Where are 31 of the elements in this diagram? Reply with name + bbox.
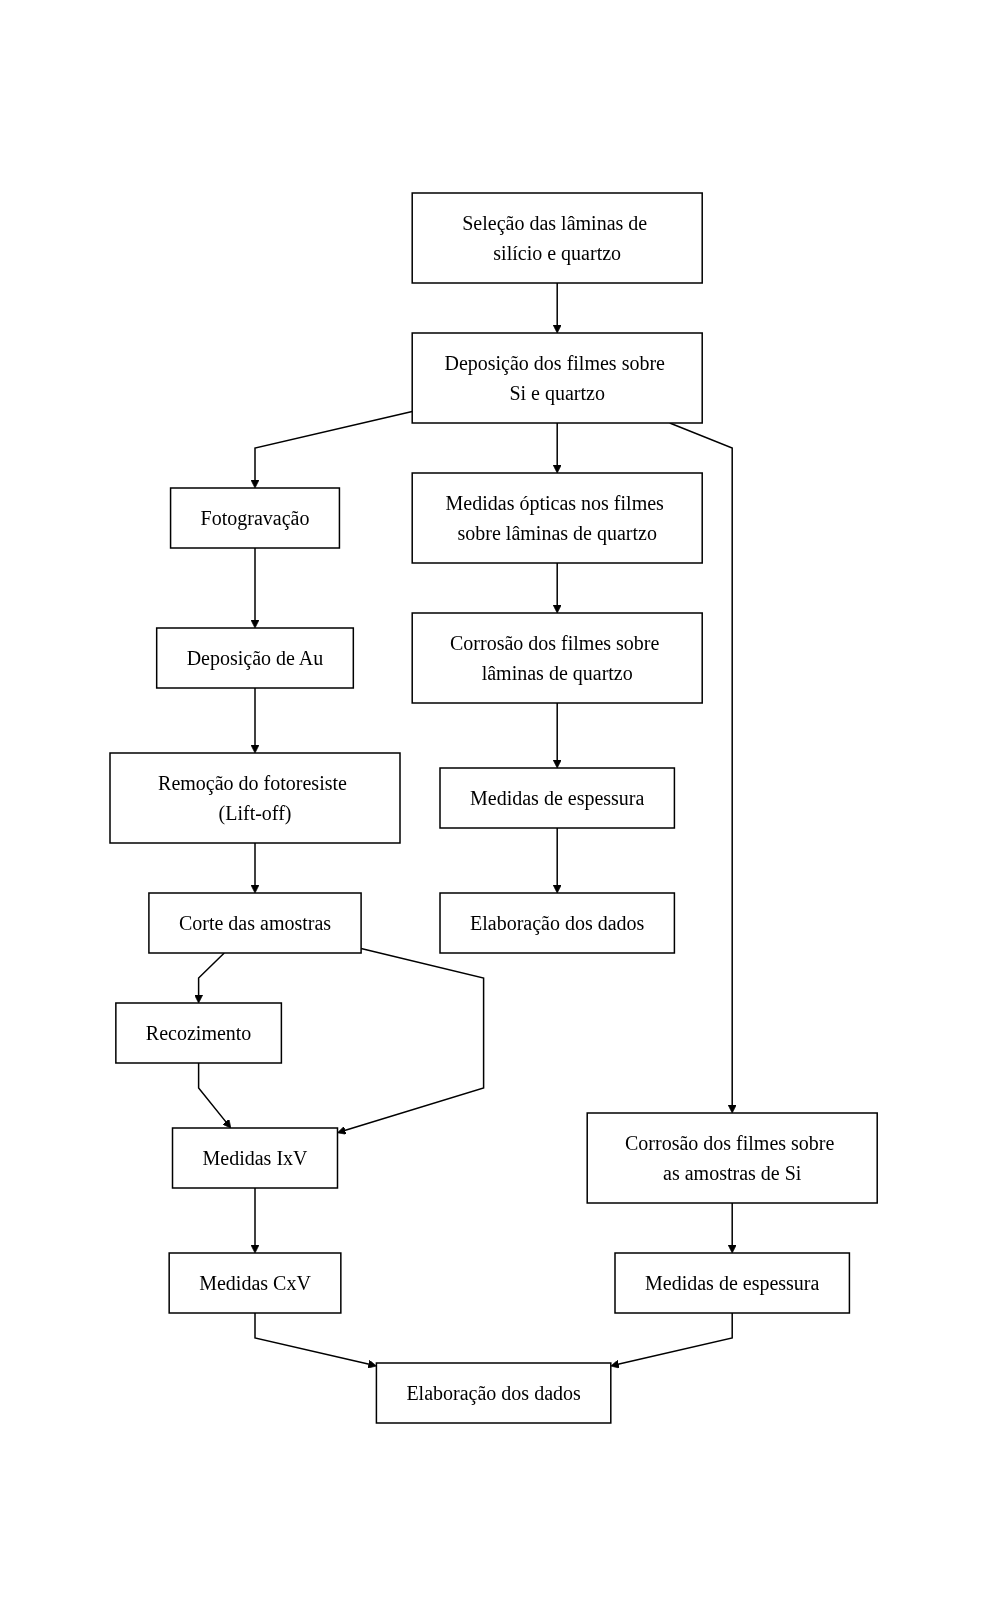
- node-box: Medidas de espessura: [439, 767, 676, 829]
- arrow: [194, 952, 226, 1004]
- arrow: [251, 547, 260, 629]
- node-box: Medidas IxV: [172, 1127, 339, 1189]
- arrow: [610, 1312, 734, 1369]
- node-box: Corrosão dos filmes sobre as amostras de Si: [586, 1112, 879, 1204]
- node-box: Fotogravação: [170, 487, 341, 549]
- node-box: Corte das amostras: [148, 892, 363, 954]
- arrow: [728, 1202, 737, 1254]
- arrow: [553, 282, 562, 334]
- arrow: [198, 1062, 232, 1129]
- arrow: [553, 422, 562, 474]
- node-box: Remoção do fotoresiste (Lift-off): [109, 752, 402, 844]
- node-box: Recozimento: [115, 1002, 283, 1064]
- node-box: Elaboração dos dados: [376, 1362, 612, 1424]
- arrow: [553, 702, 562, 769]
- node-box: Elaboração dos dados: [439, 892, 676, 954]
- arrow: [553, 562, 562, 614]
- node-box: Medidas de espessura: [614, 1252, 851, 1314]
- node-box: Deposição de Au: [156, 627, 355, 689]
- node-box: Deposição dos filmes sobre Si e quartzo: [411, 332, 704, 424]
- arrow: [251, 842, 260, 894]
- arrow: [251, 687, 260, 754]
- node-box: Medidas CxV: [168, 1252, 342, 1314]
- arrow: [553, 827, 562, 894]
- node-box: Medidas ópticas nos filmes sobre lâminas de quartzo: [411, 472, 704, 564]
- arrow: [669, 422, 737, 1114]
- node-box: Corrosão dos filmes sobre lâminas de quartzo: [411, 612, 704, 704]
- arrow: [251, 1187, 260, 1254]
- arrow: [337, 947, 485, 1135]
- node-box: Seleção das lâminas de silício e quartzo: [411, 192, 704, 284]
